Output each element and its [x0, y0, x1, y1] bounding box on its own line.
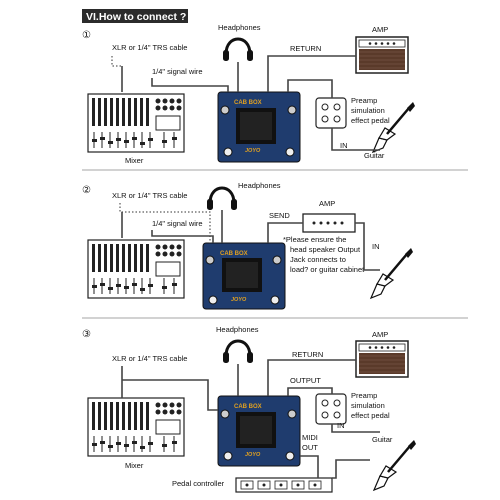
device-maker: JOYO	[231, 297, 247, 303]
device-brand: CAB BOX	[234, 100, 262, 106]
label-guitar: Guitar	[372, 435, 393, 444]
guitar-icon	[372, 438, 418, 492]
amp-head	[302, 213, 356, 233]
pedal-controller-icon	[235, 477, 333, 493]
label-xlr-cable: XLR or 1/4" TRS cable	[112, 191, 187, 200]
label-pedal-controller: Pedal controller	[172, 479, 225, 488]
headphones-icon	[221, 339, 255, 365]
label-note-line4: load? or guitar cabinet	[290, 265, 365, 274]
label-send: SEND	[269, 211, 290, 220]
label-headphones: Headphones	[216, 325, 259, 334]
label-signal-wire: 1/4" signal wire	[152, 219, 203, 228]
label-in: IN	[340, 141, 348, 150]
label-in: IN	[372, 242, 380, 251]
label-headphones: Headphones	[238, 181, 281, 190]
label-preamp-line3: effect pedal	[351, 411, 390, 420]
amp-icon	[355, 340, 409, 378]
label-amp: AMP	[372, 330, 388, 339]
section-1: ① Headphones XLR or 1/4" TRS cable 1/4" …	[82, 23, 417, 165]
page-title: VI.How to connect ?	[86, 11, 186, 23]
label-preamp-line1: Preamp	[351, 96, 377, 105]
label-preamp-line2: simulation	[351, 106, 385, 115]
pedal-icon	[315, 97, 347, 129]
amp-icon	[355, 36, 409, 74]
pedal-icon	[315, 393, 347, 425]
label-guitar: Guitar	[364, 151, 385, 160]
label-xlr-cable: XLR or 1/4" TRS cable	[112, 43, 187, 52]
label-note-line1: *Please ensure the	[283, 235, 346, 244]
device-brand: CAB BOX	[234, 404, 262, 410]
section-3-number: ③	[82, 329, 91, 340]
label-preamp-line1: Preamp	[351, 391, 377, 400]
mixer-icon	[87, 239, 185, 299]
cab-box-device: CAB BOX JOYO	[217, 395, 301, 467]
label-return: RETURN	[290, 44, 321, 53]
label-out: OUT	[302, 443, 318, 452]
section-2-number: ②	[82, 185, 91, 196]
label-mixer: Mixer	[125, 156, 144, 165]
label-output: OUTPUT	[290, 376, 321, 385]
label-mixer: Mixer	[125, 461, 144, 470]
section-1-number: ①	[82, 30, 91, 41]
label-preamp-line3: effect pedal	[351, 116, 390, 125]
headphones-icon	[221, 37, 255, 63]
device-maker: JOYO	[245, 148, 261, 154]
mixer-icon	[87, 93, 185, 153]
label-note-line3: Jack connects to	[290, 255, 346, 264]
label-midi: MIDI	[302, 433, 318, 442]
label-headphones: Headphones	[218, 23, 261, 32]
label-xlr-cable: XLR or 1/4" TRS cable	[112, 354, 187, 363]
label-in: IN	[337, 421, 345, 430]
section-title-bar: VI.How to connect ?	[82, 9, 188, 23]
label-amp: AMP	[372, 25, 388, 34]
device-maker: JOYO	[245, 452, 261, 458]
cab-box-device: CAB BOX JOYO	[217, 91, 301, 163]
label-note-line2: head speaker Output	[290, 245, 361, 254]
mixer-icon	[87, 397, 185, 457]
section-2: ② Headphones XLR or 1/4" TRS cable 1/4" …	[82, 181, 415, 310]
guitar-icon	[369, 246, 415, 300]
cab-box-device: CAB BOX JOYO	[202, 242, 286, 310]
label-preamp-line2: simulation	[351, 401, 385, 410]
section-3: ③ Headphones XLR or 1/4" TRS cable RETUR…	[82, 325, 418, 493]
label-signal-wire: 1/4" signal wire	[152, 67, 203, 76]
device-brand: CAB BOX	[220, 251, 248, 257]
label-return: RETURN	[292, 350, 323, 359]
label-amp: AMP	[319, 199, 335, 208]
headphones-icon	[205, 186, 239, 212]
